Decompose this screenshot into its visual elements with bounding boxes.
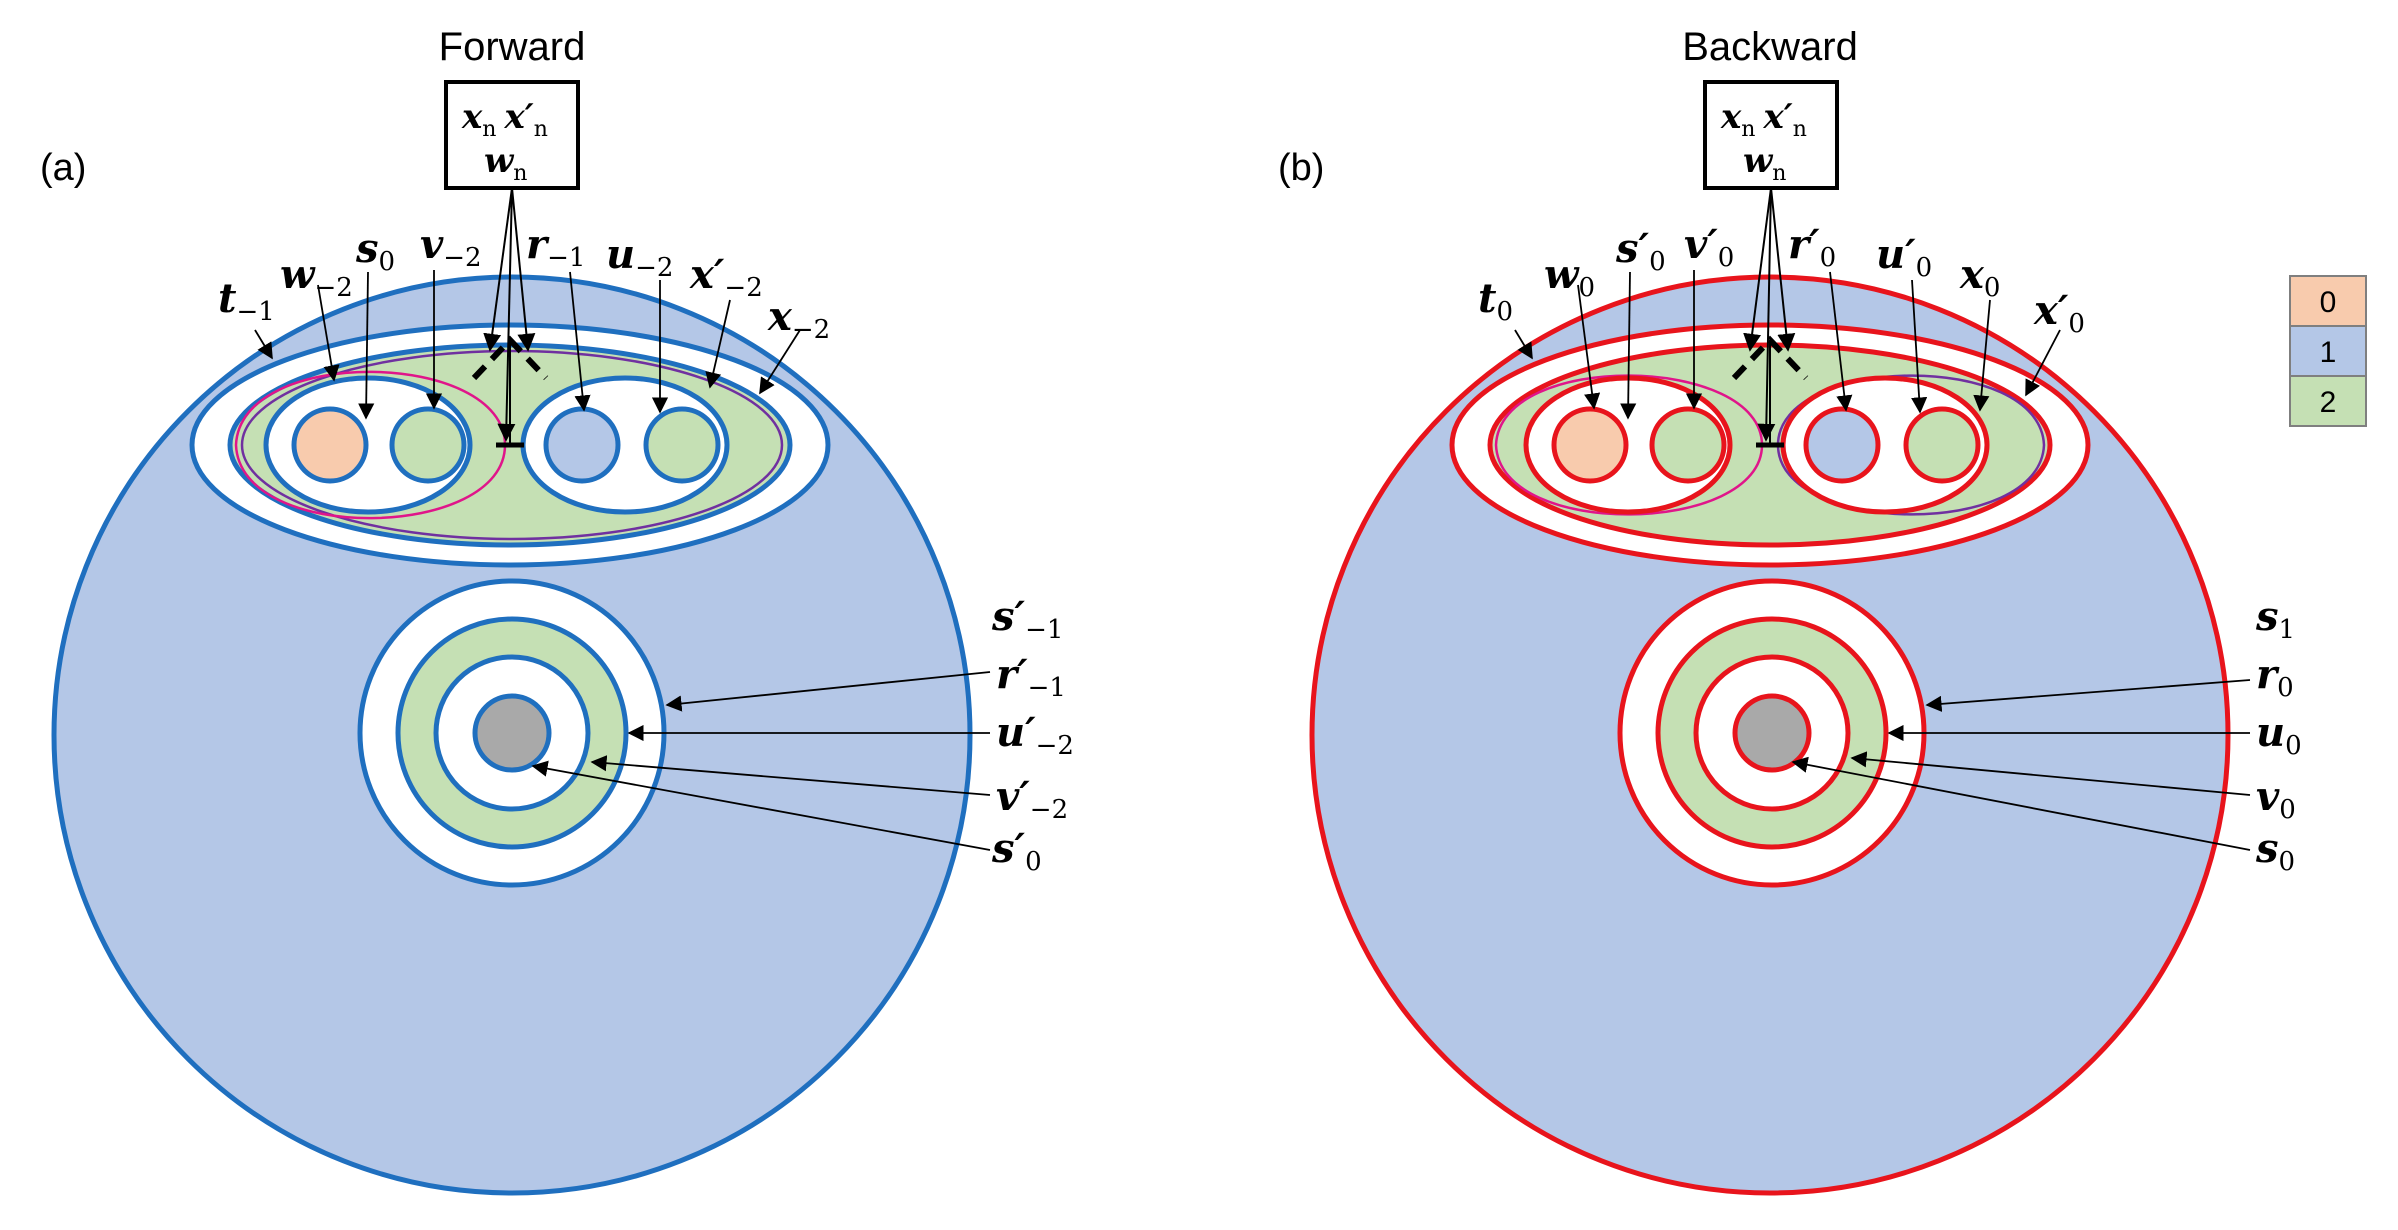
svg-text:xnx′n: xnx′n [1720, 97, 1807, 142]
panel-a-circle-green-1 [389, 406, 467, 484]
label-b-t: t0 [1478, 275, 1513, 327]
panel-b-circle-green-2 [1903, 406, 1981, 484]
legend: 0 1 2 [2289, 275, 2367, 427]
svg-text:wn: wn [1743, 141, 1786, 186]
label-b-s0: s0 [2255, 825, 2295, 877]
panel-a-top-labels: t−1 w−2 s0 v−2 r−1 u−2 x′−2 x−2 [218, 221, 830, 345]
panel-b-circle-peach [1551, 406, 1629, 484]
panel-a-title: Forward [439, 25, 586, 69]
panel-b-label-arrows [1514, 270, 2251, 851]
label-a-x: x−2 [767, 293, 830, 345]
legend-swatch-2 [2289, 375, 2367, 427]
label-a-v: v−2 [420, 221, 482, 273]
panel-a-circle-peach [291, 406, 369, 484]
panel-b-tag: (b) [1278, 147, 1324, 189]
panel-b-title: Backward [1682, 25, 1858, 69]
label-a-t: t−1 [218, 275, 275, 327]
label-a-r-prime: r′−1 [996, 651, 1066, 703]
legend-swatch-0 [2289, 275, 2367, 327]
label-b-u-prime: u′0 [1876, 231, 1932, 283]
label-b-v-prime: v′0 [1684, 221, 1734, 273]
panel-a-x-prime-ellipse [240, 349, 784, 541]
legend-label-0: 0 [2320, 286, 2337, 319]
label-b-s1: s1 [2255, 593, 2295, 645]
legend-label-1: 1 [2320, 336, 2337, 369]
label-b-r0: r0 [2256, 651, 2294, 703]
label-a-w: w−2 [280, 251, 353, 303]
label-b-s-prime: s′0 [1615, 225, 1666, 277]
svg-text:wn: wn [484, 141, 527, 186]
legend-label-2: 2 [2320, 386, 2337, 419]
panel-b-circle-blue [1803, 406, 1881, 484]
panel-b-right-labels: s1 r0 u0 v0 s0 [2255, 593, 2302, 877]
panel-a-tag: (a) [40, 147, 86, 189]
panel-b-top-labels: t0 w0 s′0 v′0 r′0 u′0 x0 x′0 [1478, 221, 2085, 339]
panel-b-concentric [1617, 578, 1927, 888]
label-b-v0: v0 [2256, 773, 2296, 825]
svg-text:xnx′n: xnx′n [461, 97, 548, 142]
label-b-x-prime: x′0 [2033, 287, 2085, 339]
panel-a-concentric [357, 578, 667, 888]
label-a-v-prime: v′−2 [996, 773, 1068, 825]
label-a-u: u−2 [606, 231, 673, 283]
label-b-x: x0 [1959, 251, 2000, 303]
label-a-u-prime: u′−2 [996, 709, 1074, 761]
legend-swatch-1 [2289, 325, 2367, 377]
panel-a-right-labels: s′−1 r′−1 u′−2 v′−2 s′0 [991, 593, 1074, 877]
panel-b-circle-green-1 [1649, 406, 1727, 484]
label-a-s-prime-0: s′0 [991, 825, 1042, 877]
label-a-x-prime: x′−2 [689, 251, 763, 303]
label-a-s: s0 [355, 225, 395, 277]
label-b-r-prime: r′0 [1788, 221, 1836, 273]
panel-a-circle-blue [543, 406, 621, 484]
label-a-r: r−1 [526, 221, 585, 273]
label-b-w: w0 [1544, 251, 1595, 303]
panel-b-w-curve [1494, 374, 1764, 516]
panel-a-circle-green-2 [643, 406, 721, 484]
panel-a-w-curve [234, 370, 507, 520]
panel-b-box-arrows [1743, 187, 1796, 442]
label-b-u0: u0 [2256, 709, 2302, 761]
panel-a-box-arrows [483, 187, 536, 442]
label-a-s-prime-minus1: s′−1 [991, 593, 1063, 645]
panel-a-label-arrows [254, 270, 991, 851]
